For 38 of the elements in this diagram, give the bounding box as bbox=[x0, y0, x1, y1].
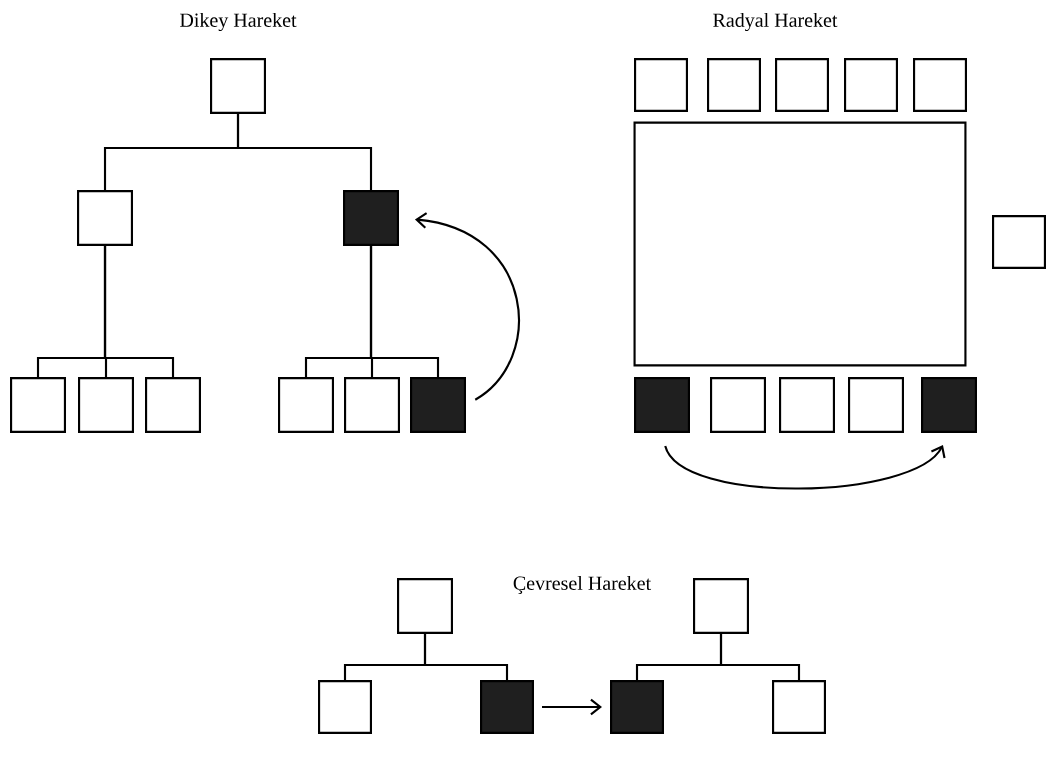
square-box bbox=[344, 377, 400, 433]
connector-line bbox=[719, 634, 801, 680]
connector-line bbox=[236, 114, 373, 190]
connector-line bbox=[369, 246, 440, 377]
section-title: Çevresel Hareket bbox=[513, 575, 652, 595]
section-title: Dikey Hareket bbox=[180, 12, 297, 32]
square-box bbox=[78, 377, 134, 433]
section-title: Radyal Hareket bbox=[713, 12, 838, 32]
curved-arrow bbox=[664, 444, 946, 490]
square-box bbox=[318, 680, 372, 734]
large-box bbox=[633, 121, 967, 367]
square-box bbox=[992, 215, 1046, 269]
square-box bbox=[610, 680, 664, 734]
square-box bbox=[480, 680, 534, 734]
connector-line bbox=[423, 634, 509, 680]
square-box bbox=[779, 377, 835, 433]
square-box bbox=[343, 190, 399, 246]
square-box bbox=[772, 680, 826, 734]
square-box bbox=[77, 190, 133, 246]
connector-line bbox=[103, 246, 175, 377]
curved-arrow bbox=[414, 212, 520, 401]
square-box bbox=[921, 377, 977, 433]
square-box bbox=[693, 578, 749, 634]
square-box bbox=[397, 578, 453, 634]
square-box bbox=[710, 377, 766, 433]
square-box bbox=[634, 377, 690, 433]
square-box bbox=[410, 377, 466, 433]
square-box bbox=[634, 58, 688, 112]
square-box bbox=[278, 377, 334, 433]
square-box bbox=[210, 58, 266, 114]
square-box bbox=[844, 58, 898, 112]
square-box bbox=[775, 58, 829, 112]
square-box bbox=[145, 377, 201, 433]
square-box bbox=[913, 58, 967, 112]
square-box bbox=[707, 58, 761, 112]
arrow bbox=[542, 698, 602, 716]
square-box bbox=[10, 377, 66, 433]
square-box bbox=[848, 377, 904, 433]
